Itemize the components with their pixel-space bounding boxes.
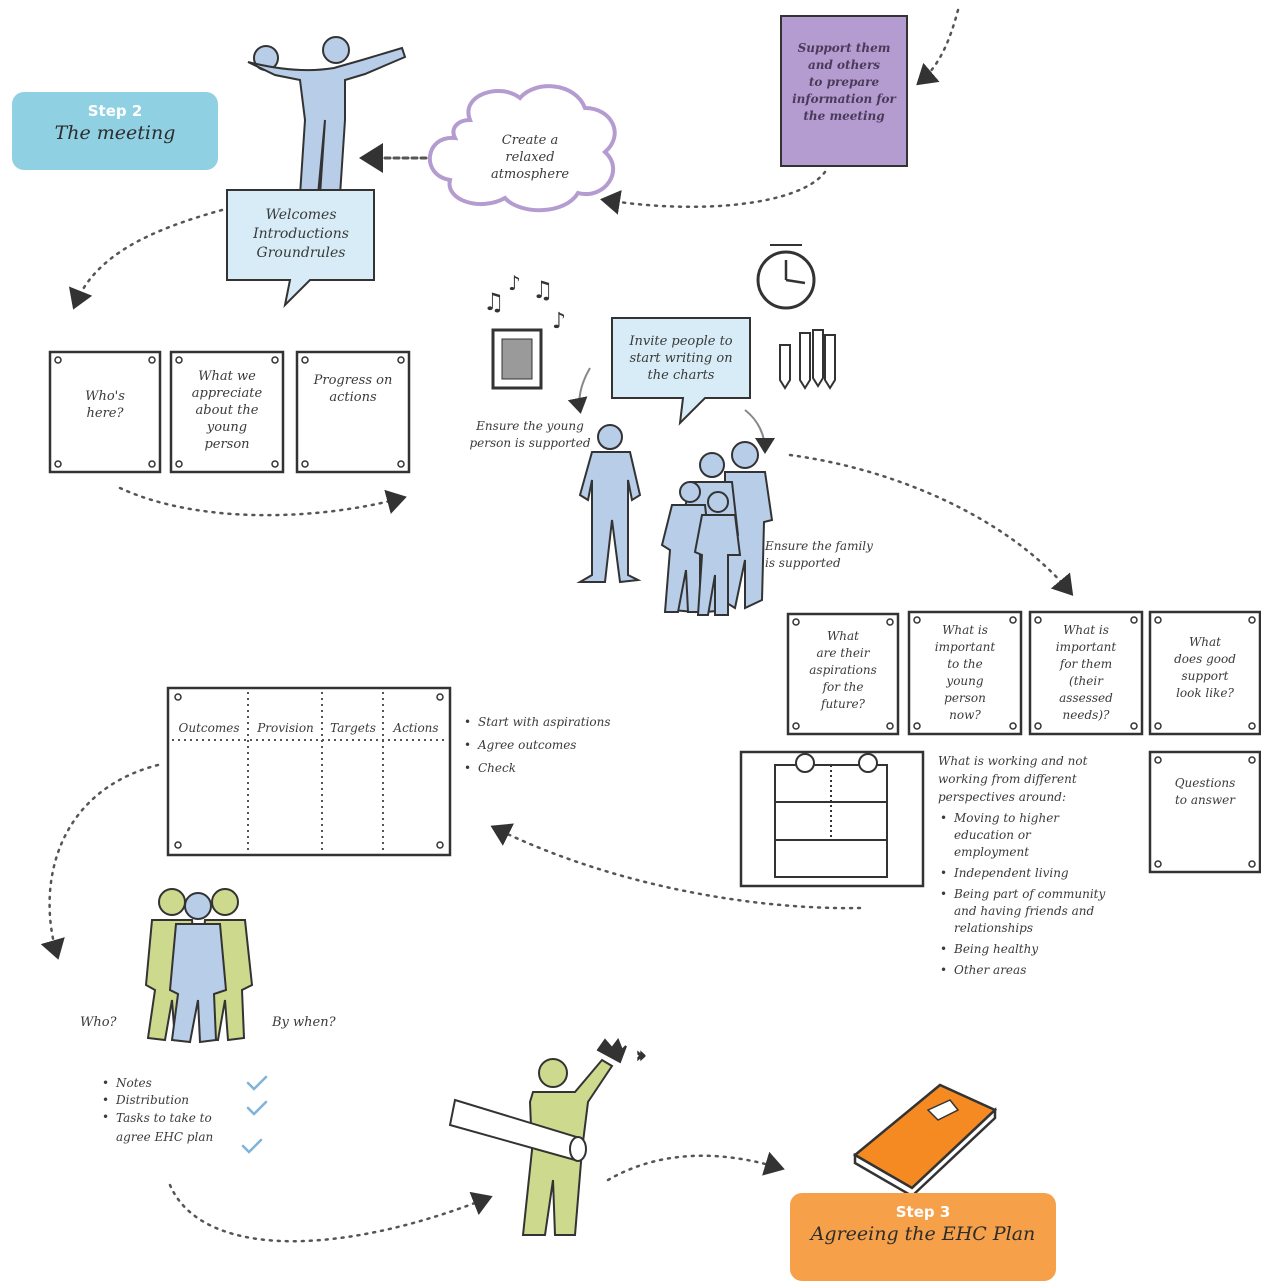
- list-item: Notes: [100, 1075, 250, 1092]
- welcome-bubble: [226, 189, 375, 309]
- relaxed-atmosphere-cloud: [427, 84, 617, 213]
- flow-arrow-family-to-charts: [788, 453, 1074, 596]
- who-label: Who?: [80, 1015, 117, 1030]
- right-charts: [739, 610, 1261, 888]
- person-with-rolled-chart-figure: »: [448, 1037, 647, 1236]
- flow-arrow-welcome-to-charts: [68, 208, 224, 310]
- flow-arrow-support-to-cloud: [600, 170, 827, 215]
- chart-whos-here-text: Who's here?: [85, 389, 125, 421]
- check-icon: [246, 1100, 268, 1116]
- step3-box: Step 3 Agreeing the EHC Plan: [790, 1193, 1056, 1281]
- flow-arrow-tasks-to-person: [168, 1183, 493, 1243]
- invite-bubble-text: Invite people to start writing on the ch…: [629, 334, 733, 383]
- check-icon: [241, 1138, 263, 1154]
- chart-whos-here: [48, 350, 162, 474]
- flow-arrow-plan-to-people: [40, 763, 160, 960]
- host-person-figure: [247, 36, 407, 196]
- chart-important-for-text: What is important for them (their assess…: [1055, 623, 1117, 722]
- flow-arrow-top-right: [916, 8, 960, 86]
- svg-text:♪: ♪: [552, 309, 566, 334]
- support-box-text: Support them and others to prepare infor…: [792, 41, 896, 123]
- plan-col-actions: Actions: [393, 721, 439, 735]
- chart-aspirations: [786, 612, 900, 736]
- plan-col-provision: Provision: [257, 721, 314, 735]
- svg-text:♫: ♫: [483, 288, 505, 316]
- svg-text:»: »: [637, 1048, 646, 1064]
- list-item: Tasks to take to agree EHC plan: [100, 1109, 250, 1147]
- young-person-figure: [576, 424, 642, 584]
- ehc-plan-book-icon: [852, 1083, 998, 1198]
- working-areas-list: Moving to higher education or employment…: [938, 810, 1178, 979]
- music-icon: ♫ ♪ ♫ ♪: [483, 271, 566, 390]
- top-charts: [48, 350, 411, 474]
- check-icon: [246, 1075, 268, 1091]
- clock-icon: [756, 244, 816, 310]
- ensure-young-person-text: Ensure the young person is supported: [469, 419, 591, 450]
- chart-progress: [295, 350, 411, 474]
- list-item: Start with aspirations: [462, 711, 662, 734]
- support-box: [780, 15, 908, 167]
- list-item: Other areas: [938, 962, 1178, 979]
- plan-steps-list: Start with aspirations Agree outcomes Ch…: [462, 711, 662, 780]
- svg-text:♫: ♫: [532, 276, 554, 304]
- chart-appreciate-text: What we appreciate about the young perso…: [191, 369, 263, 452]
- plan-col-targets: Targets: [330, 721, 376, 735]
- list-item: Distribution: [100, 1092, 250, 1109]
- chart-working-grid: [739, 750, 925, 888]
- team-group-figure: [144, 888, 254, 1044]
- welcome-bubble-text: Welcomes Introductions Groundrules: [253, 207, 349, 261]
- list-item: Check: [462, 757, 662, 780]
- chart-good-support: [1148, 610, 1261, 736]
- family-group-figure: [660, 441, 774, 616]
- flow-arrow-charts-bidir: [118, 486, 407, 517]
- step2-title: The meeting: [54, 122, 176, 144]
- step3-label: Step 3: [895, 1203, 951, 1221]
- cloud-text: Create a relaxed atmosphere: [490, 133, 570, 182]
- working-heading: What is working and not working from dif…: [938, 754, 1088, 804]
- chart-good-support-text: What does good support look like?: [1174, 635, 1236, 700]
- ensure-family-text: Ensure the family is supported: [765, 539, 873, 570]
- chart-important-for: [1028, 610, 1144, 736]
- check-marks: [241, 1075, 268, 1154]
- plan-chart: [166, 686, 452, 857]
- svg-text:♪: ♪: [508, 271, 521, 295]
- plan-col-outcomes: Outcomes: [178, 721, 240, 735]
- step3-title: Agreeing the EHC Plan: [810, 1223, 1036, 1245]
- list-item: Agree outcomes: [462, 734, 662, 757]
- step2-box: Step 2 The meeting: [12, 92, 218, 170]
- list-item: Moving to higher education or employment: [938, 810, 1178, 861]
- list-item: Being healthy: [938, 941, 1178, 958]
- chart-important-to-text: What is important to the young person no…: [934, 623, 996, 722]
- invite-bubble: [611, 317, 751, 426]
- chart-progress-text: Progress on actions: [313, 373, 393, 405]
- chart-appreciate: [169, 350, 285, 474]
- flow-arrow-person-to-step3: [606, 1151, 785, 1182]
- chart-aspirations-text: What are their aspirations for the futur…: [809, 629, 877, 711]
- bywhen-label: By when?: [272, 1015, 336, 1030]
- step2-label: Step 2: [87, 102, 143, 120]
- pens-icon: [779, 329, 836, 390]
- flow-arrow-working-to-plan: [490, 823, 862, 910]
- chart-questions-text: Questions to answer: [1174, 776, 1236, 807]
- list-item: Being part of community and having frien…: [938, 886, 1178, 937]
- list-item: Independent living: [938, 865, 1178, 882]
- chart-important-to: [907, 610, 1023, 736]
- tasks-list: Notes Distribution Tasks to take to agre…: [100, 1075, 250, 1147]
